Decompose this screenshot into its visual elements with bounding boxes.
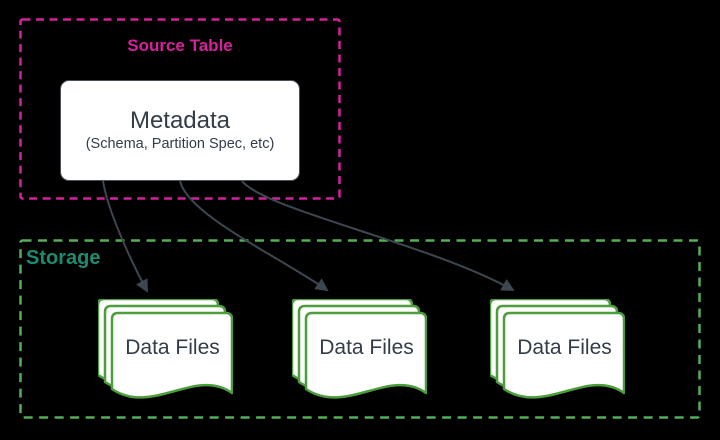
data-files-label-1: Data Files bbox=[125, 336, 220, 359]
edge-metadata-to-data-files-2 bbox=[179, 180, 329, 292]
data-files-stack-1 bbox=[98, 299, 233, 405]
storage-label: Storage bbox=[26, 247, 101, 269]
data-files-label-3: Data Files bbox=[517, 336, 612, 359]
data-files-label-2: Data Files bbox=[319, 336, 414, 359]
stacked-documents-icon bbox=[292, 299, 427, 399]
source-table-group-box bbox=[19, 18, 341, 200]
stacked-documents-icon bbox=[98, 299, 233, 399]
edge-metadata-to-data-files-1 bbox=[102, 180, 148, 293]
metadata-node-title: Metadata bbox=[129, 106, 231, 134]
data-files-stack-2 bbox=[292, 299, 427, 405]
metadata-node: Metadata (Schema, Partition Spec, etc) bbox=[60, 80, 300, 181]
data-files-stack-3 bbox=[490, 299, 625, 405]
storage-group-box bbox=[19, 239, 701, 419]
source-table-label: Source Table bbox=[127, 36, 233, 55]
edge-metadata-to-data-files-3 bbox=[241, 180, 515, 291]
metadata-node-subtitle: (Schema, Partition Spec, etc) bbox=[85, 136, 275, 153]
stacked-documents-icon bbox=[490, 299, 625, 399]
